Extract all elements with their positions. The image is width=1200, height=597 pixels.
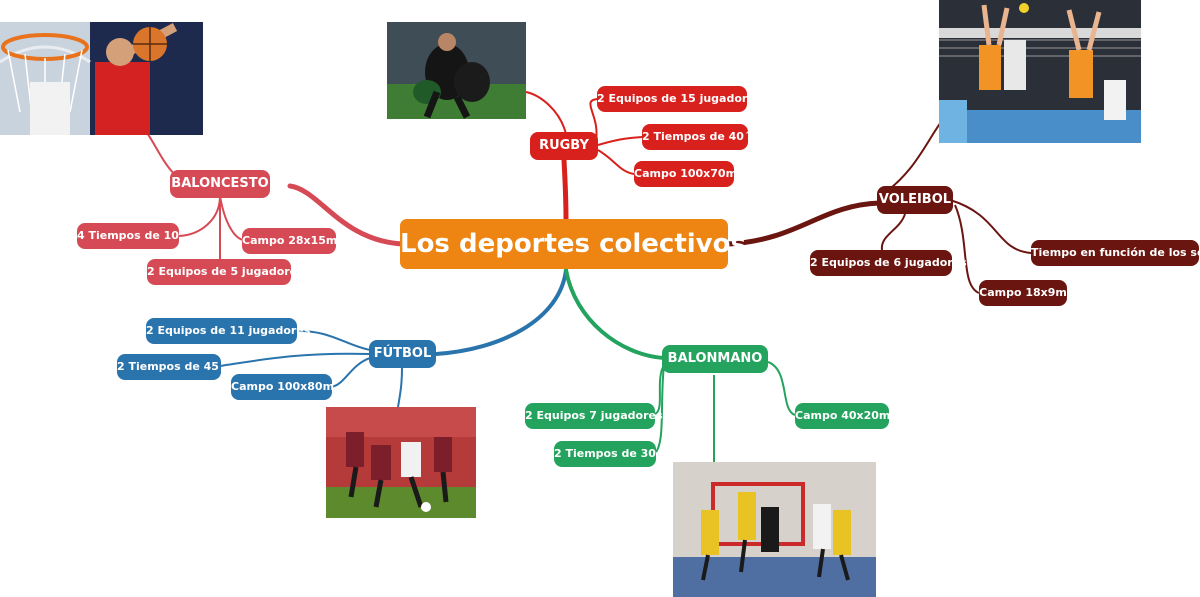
voleibol-leaf-time[interactable]: Tiempo en función de los sets: [1031, 240, 1200, 266]
branch-voleibol[interactable]: VOLEIBOL: [877, 186, 953, 214]
baloncesto-leaf-teams[interactable]: 2 Equipos de 5 jugadores: [147, 259, 304, 285]
volleyball-players-photo: [939, 0, 1141, 143]
football-players-photo: [326, 407, 476, 518]
link-rugby-photo: [525, 91, 567, 135]
link-voleibol-leaf-3: [954, 204, 980, 294]
link-central-baloncesto: [287, 183, 405, 247]
futbol-leaf-field[interactable]: Campo 100x80m: [231, 374, 334, 400]
link-baloncesto-leaf-1: [178, 195, 221, 237]
link-voleibol-leaf-1: [949, 199, 1032, 254]
rugby-players-photo: [387, 22, 526, 119]
link-balonmano-leaf-2: [655, 364, 665, 453]
rugby-leaf-teams[interactable]: 2 Equipos de 15 jugadores: [597, 86, 761, 112]
baloncesto-leaf-field[interactable]: Campo 28x15m: [242, 228, 337, 254]
link-rugby-leaf-3: [597, 149, 635, 175]
basketball-dunk-photo: [0, 22, 203, 135]
rugby-leaf-field[interactable]: Campo 100x70m: [634, 161, 737, 187]
link-central-rugby: [561, 157, 569, 223]
futbol-leaf-teams[interactable]: 2 Equipos de 11 jugadores: [146, 318, 310, 344]
link-futbol-leaf-1: [295, 329, 371, 351]
link-balonmano-leaf-3: [767, 361, 796, 416]
balonmano-leaf-times[interactable]: 2 Tiempos de 30´: [554, 441, 661, 467]
balonmano-leaf-teams[interactable]: 2 Equipos 7 jugadores: [525, 403, 663, 429]
link-baloncesto-leaf-2: [219, 195, 244, 241]
baloncesto-leaf-times[interactable]: 4 Tiempos de 10´: [77, 223, 184, 249]
balonmano-leaf-field[interactable]: Campo 40x20m: [795, 403, 890, 429]
link-central-balonmano: [564, 268, 666, 360]
link-central-futbol: [434, 268, 568, 356]
link-rugby-leaf-1: [589, 98, 599, 141]
central-topic[interactable]: Los deportes colectivos: [400, 219, 746, 269]
link-futbol-leaf-3: [330, 357, 371, 388]
voleibol-leaf-teams[interactable]: 2 Equipos de 6 jugadores: [810, 250, 967, 276]
branch-balonmano[interactable]: BALONMANO: [662, 345, 768, 373]
branch-rugby[interactable]: RUGBY: [530, 132, 598, 160]
branch-baloncesto[interactable]: BALONCESTO: [170, 170, 270, 198]
link-rugby-leaf-2: [597, 136, 644, 146]
link-voleibol-leaf-2: [880, 213, 906, 251]
branch-futbol[interactable]: FÚTBOL: [369, 340, 436, 368]
link-futbol-leaf-2: [219, 352, 371, 367]
link-futbol-photo: [397, 367, 403, 408]
rugby-leaf-times[interactable]: 2 Tiempos de 40´: [642, 124, 749, 150]
voleibol-leaf-field[interactable]: Campo 18x9m: [979, 280, 1067, 306]
link-central-voleibol: [725, 200, 883, 247]
handball-players-photo: [673, 462, 876, 597]
futbol-leaf-times[interactable]: 2 Tiempos de 45´: [117, 354, 224, 380]
